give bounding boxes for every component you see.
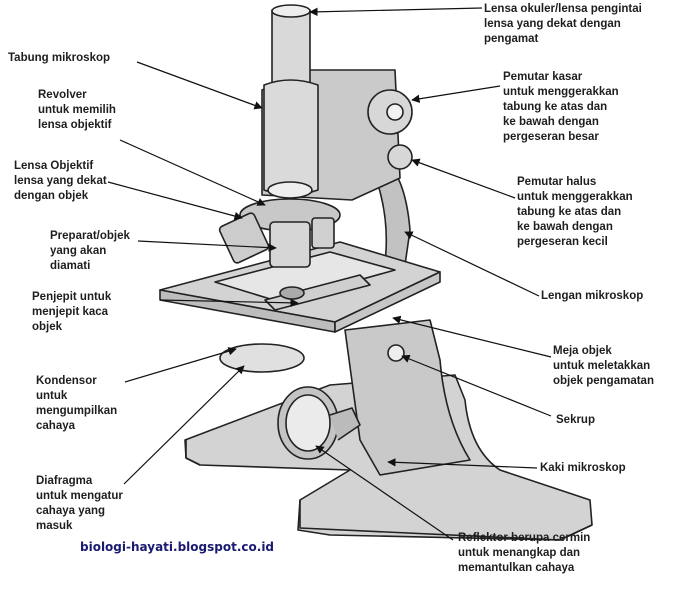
diafragma-line: untuk mengatur	[36, 490, 123, 502]
preparat-line: yang akan	[50, 245, 107, 257]
pemutar-kasar-line: pergeseran besar	[503, 131, 599, 143]
label-kaki-mikroskop: Kaki mikroskop	[540, 461, 626, 476]
mirror-fork	[329, 407, 361, 441]
condenser	[219, 343, 305, 373]
arrow-pemutar-halus	[411, 158, 516, 199]
arrow-pemutar-kasar	[411, 85, 501, 103]
preparat-line: diamati	[50, 260, 91, 272]
lensa-okuler-line: Lensa okuler/lensa pengintai	[484, 3, 642, 15]
label-revolver: Revolver untuk memilih lensa objektif	[38, 88, 116, 133]
coarse-knob-center	[386, 103, 404, 121]
pillar-screw	[387, 344, 405, 362]
arrow-lengan-mikroskop	[404, 231, 540, 297]
label-preparat: Preparat/objek yang akan diamati	[50, 229, 130, 274]
label-pemutar-halus: Pemutar halus untuk menggerakkan tabung ke…	[517, 175, 633, 250]
label-kondensor: Kondensor untuk mengumpilkan cahaya	[36, 374, 117, 434]
diafragma-line: Diafragma	[36, 475, 93, 487]
pillar	[344, 319, 471, 476]
foot-left-edge	[185, 440, 201, 466]
penjepit-line: Penjepit untuk	[32, 291, 112, 303]
sekrup-line: Sekrup	[556, 414, 595, 426]
label-reflektor: Reflektor berupa cermin untuk menangkap d…	[458, 531, 590, 576]
kondensor-line: cahaya	[36, 420, 76, 432]
label-lengan-mikroskop: Lengan mikroskop	[541, 289, 643, 304]
pemutar-kasar-line: ke bawah dengan	[503, 116, 599, 128]
arrow-group	[107, 7, 552, 541]
pemutar-kasar-line: Pemutar kasar	[503, 71, 583, 83]
pemutar-halus-line: pergeseran kecil	[517, 236, 608, 248]
mirror-glass	[285, 394, 331, 452]
meja-objek-line: untuk meletakkan	[553, 360, 651, 372]
credit-text: biologi-hayati.blogspot.co.id	[80, 540, 275, 554]
lensa-okuler-line: lensa yang dekat dengan	[484, 18, 621, 30]
lensa-objektif-line: lensa yang dekat	[14, 175, 107, 187]
kaki-mikroskop-line: Kaki mikroskop	[540, 462, 626, 474]
label-pemutar-kasar: Pemutar kasar untuk menggerakkan tabung ke…	[503, 70, 619, 145]
arrow-reflektor	[315, 445, 454, 541]
reflektor-line: untuk menangkap dan	[458, 547, 581, 559]
arrow-preparat	[137, 240, 277, 252]
foot-right-edge	[299, 500, 593, 541]
arrow-meja-objek	[392, 315, 552, 358]
label-penjepit: Penjepit untuk menjepit kaca objek	[32, 290, 111, 335]
reflektor-line: Reflektor berupa cermin	[458, 532, 591, 544]
arrow-diafragma	[123, 365, 245, 485]
stage-side	[334, 271, 441, 333]
meja-objek-line: objek pengamatan	[553, 375, 654, 387]
objective-front	[269, 221, 311, 268]
preparat-line: Preparat/objek	[50, 230, 130, 242]
fine-knob	[387, 144, 413, 170]
arrow-sekrup	[401, 354, 552, 417]
arrow-revolver	[119, 139, 266, 206]
label-lensa-okuler: Lensa okuler/lensa pengintai lensa yang d…	[484, 2, 642, 47]
lengan-mikroskop-line: Lengan mikroskop	[541, 290, 644, 302]
diafragma-line: masuk	[36, 520, 73, 532]
arrow-kondensor	[124, 347, 237, 383]
tabung-mikroskop-line: Tabung mikroskop	[8, 52, 111, 64]
label-sekrup: Sekrup	[556, 413, 595, 428]
kondensor-line: Kondensor	[36, 375, 97, 387]
lensa-objektif-line: dengan objek	[14, 190, 89, 202]
arrow-tabung-mikroskop	[136, 61, 263, 110]
arrow-penjepit	[159, 298, 299, 308]
arrow-kaki-mikroskop	[387, 458, 538, 469]
reflektor-line: memantulkan cahaya	[458, 562, 575, 574]
pemutar-halus-line: ke bawah dengan	[517, 221, 613, 233]
penjepit-line: objek	[32, 321, 63, 333]
objective-right	[311, 217, 335, 249]
pemutar-halus-line: tabung ke atas dan	[517, 206, 622, 218]
body-tube-lens	[267, 181, 313, 199]
arrow-lensa-objektif	[107, 181, 243, 221]
pemutar-kasar-line: untuk menggerakkan	[503, 86, 619, 98]
diafragma-line: cahaya yang	[36, 505, 106, 517]
label-meja-objek: Meja objek untuk meletakkan objek pengamat…	[553, 344, 654, 389]
meja-objek-line: Meja objek	[553, 345, 612, 357]
label-diafragma: Diafragma untuk mengatur cahaya yang masuk	[36, 474, 123, 534]
label-lensa-objektif: Lensa Objektif lensa yang dekat dengan obj…	[14, 159, 107, 204]
eyepiece-top	[271, 4, 311, 18]
revolver-line: untuk memilih	[38, 104, 116, 116]
revolver-line: Revolver	[38, 89, 87, 101]
penjepit-line: menjepit kaca	[32, 306, 109, 318]
arrow-lensa-okuler	[309, 7, 483, 17]
pemutar-halus-line: untuk menggerakkan	[517, 191, 633, 203]
pemutar-kasar-line: tabung ke atas dan	[503, 101, 608, 113]
stage-hole	[279, 286, 305, 300]
pemutar-halus-line: Pemutar halus	[517, 176, 597, 188]
kondensor-line: untuk	[36, 390, 68, 402]
microscope-drawing	[159, 4, 593, 541]
label-tabung-mikroskop: Tabung mikroskop	[8, 51, 110, 66]
revolver-line: lensa objektif	[38, 119, 112, 131]
lensa-okuler-line: pengamat	[484, 33, 539, 45]
kondensor-line: mengumpilkan	[36, 405, 118, 417]
lensa-objektif-line: Lensa Objektif	[14, 160, 94, 172]
body-tube	[263, 79, 319, 196]
